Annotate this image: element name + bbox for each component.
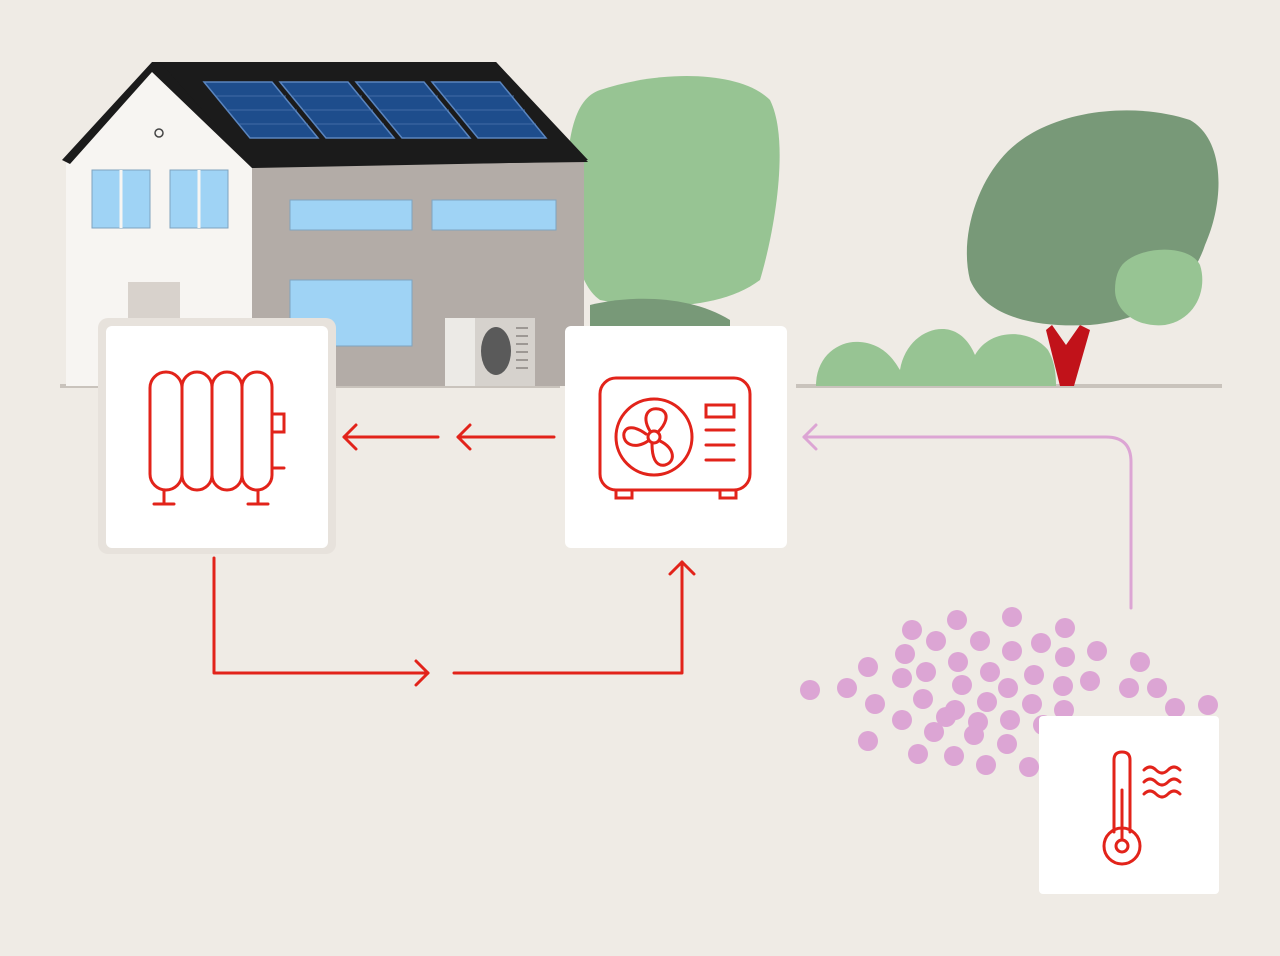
air-particle-dot — [970, 631, 990, 651]
air-particle-dot — [1031, 633, 1051, 653]
house-door-panel — [128, 282, 180, 322]
air-particle-dot — [964, 725, 984, 745]
flow-air-to-heat-pump — [802, 423, 1133, 610]
air-particle-dot — [1080, 671, 1100, 691]
air-particle-dot — [1053, 676, 1073, 696]
air-particle-dot — [1055, 618, 1075, 638]
air-particle-dot — [936, 707, 956, 727]
air-particle-dot — [1024, 665, 1044, 685]
house — [62, 62, 588, 386]
flow-heat-to-radiator — [342, 423, 556, 451]
air-particle-dot — [1019, 757, 1039, 777]
tree-right — [816, 110, 1219, 386]
air-particle-dot — [1055, 647, 1075, 667]
air-particle-dot — [902, 620, 922, 640]
air-particle-dot — [858, 657, 878, 677]
house-gable-wall — [66, 68, 252, 386]
solar-panels — [202, 81, 548, 139]
air-particle-dot — [944, 746, 964, 766]
air-particle-dot — [892, 668, 912, 688]
air-particle-dot — [837, 678, 857, 698]
air-particle-dot — [948, 652, 968, 672]
gable-vent — [154, 128, 164, 138]
thermometer-heat-icon — [1102, 750, 1182, 866]
air-particle-dot — [858, 731, 878, 751]
air-particle-dot — [997, 734, 1017, 754]
air-particle-dot — [1198, 695, 1218, 715]
air-particle-dot — [952, 675, 972, 695]
air-particle-dot — [1002, 607, 1022, 627]
air-particle-dot — [977, 692, 997, 712]
heat-pump-card — [565, 326, 787, 548]
air-particle-dot — [892, 710, 912, 730]
air-particle-dot — [895, 644, 915, 664]
air-particle-dot — [908, 744, 928, 764]
air-particle-dot — [998, 678, 1018, 698]
air-particle-dot — [1054, 700, 1074, 720]
air-particle-dot — [1119, 678, 1139, 698]
outdoor-unit — [445, 318, 535, 386]
air-particle-dot — [1130, 652, 1150, 672]
air-particle-dot — [1022, 694, 1042, 714]
air-particle-dot — [1165, 698, 1185, 718]
air-particle-dot — [924, 722, 944, 742]
air-particle-dot — [913, 689, 933, 709]
air-particle-dot — [980, 662, 1000, 682]
outdoor-air-card — [1039, 716, 1219, 894]
air-particles — [800, 607, 1218, 777]
air-particle-dot — [916, 662, 936, 682]
air-particle-dot — [865, 694, 885, 714]
air-particle-dot — [976, 755, 996, 775]
heat-pump-fan-icon — [598, 376, 752, 500]
air-particle-dot — [1002, 641, 1022, 661]
flow-return-to-heat-pump — [212, 556, 696, 687]
radiator-card — [98, 318, 336, 554]
air-particle-dot — [800, 680, 820, 700]
radiator-icon — [148, 370, 286, 506]
air-particle-dot — [1000, 710, 1020, 730]
air-particle-dot — [1087, 641, 1107, 661]
air-particle-dot — [947, 610, 967, 630]
air-particle-dot — [1147, 678, 1167, 698]
air-particle-dot — [926, 631, 946, 651]
